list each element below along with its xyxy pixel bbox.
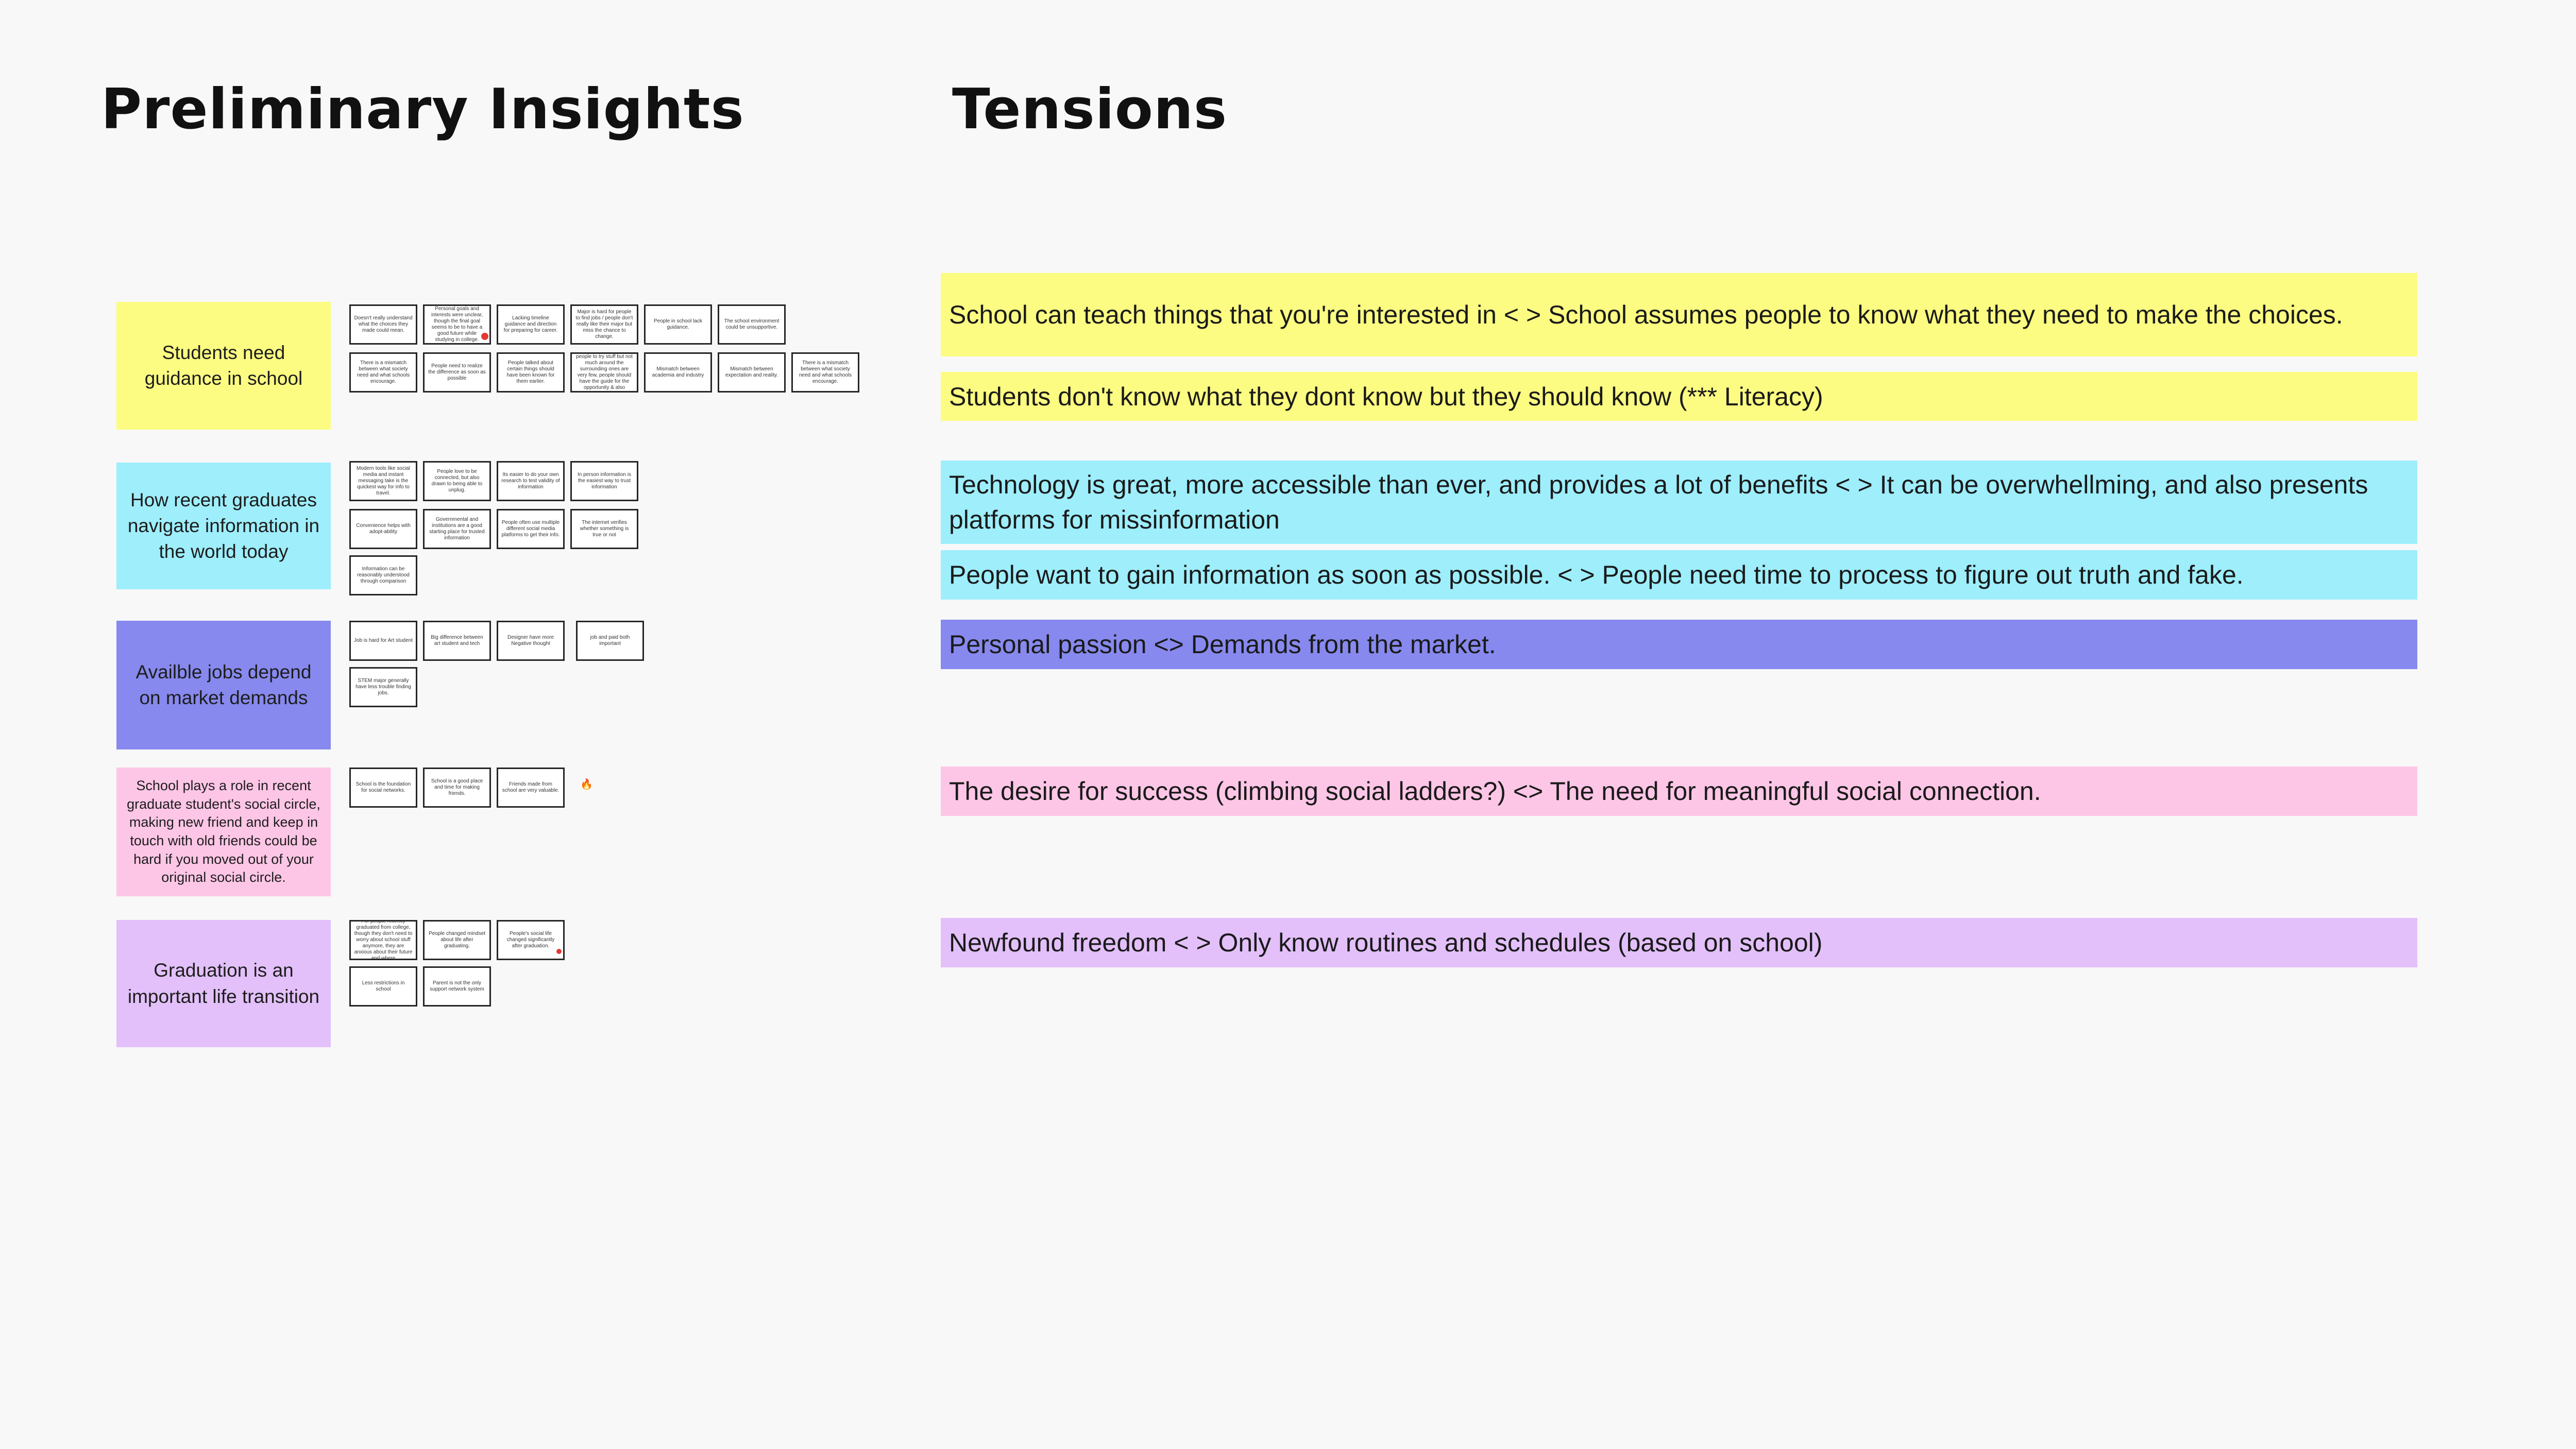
insight-sticky-guidance[interactable]: Students need guidance in school bbox=[116, 302, 331, 430]
research-note[interactable]: STEM major generally have less trouble f… bbox=[349, 667, 417, 707]
research-note[interactable]: Modern tools like social media and insta… bbox=[349, 461, 417, 501]
note-cluster-transition: For people recently graduated from colle… bbox=[349, 920, 865, 1013]
research-note[interactable]: Big difference between art student and t… bbox=[423, 621, 491, 661]
tension-text: Newfound freedom < > Only know routines … bbox=[949, 928, 1823, 957]
research-note[interactable]: Doesn't really understand what the choic… bbox=[349, 304, 417, 345]
research-note[interactable]: Convenience helps with adopt-ability bbox=[349, 509, 417, 549]
research-note[interactable]: People love to be connected, but also dr… bbox=[423, 461, 491, 501]
tension-bar[interactable]: Newfound freedom < > Only know routines … bbox=[941, 918, 2417, 967]
insight-sticky-text: Students need guidance in school bbox=[144, 342, 303, 389]
note-cluster-guidance: Doesn't really understand what the choic… bbox=[349, 304, 865, 397]
note-cluster-jobs: Job is hard for Art student Big differen… bbox=[349, 621, 865, 713]
tension-bar[interactable]: School can teach things that you're inte… bbox=[941, 273, 2417, 356]
research-note[interactable]: Less restrictions in school bbox=[349, 966, 417, 1007]
research-note[interactable]: The school environment could be unsuppor… bbox=[718, 304, 786, 345]
research-note[interactable]: There is a mismatch between what society… bbox=[791, 352, 859, 393]
insight-sticky-text: How recent graduates navigate informatio… bbox=[127, 489, 320, 562]
research-note[interactable]: People often use multiple different soci… bbox=[497, 509, 565, 549]
research-note[interactable]: Major is hard for people to find jobs / … bbox=[570, 304, 638, 345]
research-note[interactable]: Mismatch between academia and industry bbox=[644, 352, 712, 393]
note-cluster-social: School is the foundation for social netw… bbox=[349, 768, 865, 814]
tension-text: Technology is great, more accessible tha… bbox=[949, 470, 2368, 534]
research-note[interactable]: There is a mismatch between what society… bbox=[349, 352, 417, 393]
tension-text: People want to gain information as soon … bbox=[949, 560, 2244, 589]
tension-text: Students don't know what they dont know … bbox=[949, 382, 1823, 411]
research-note[interactable]: The internet verifies whether something … bbox=[570, 509, 638, 549]
preliminary-insights-heading: Preliminary Insights bbox=[101, 77, 744, 142]
research-note[interactable]: In person information is the easiest way… bbox=[570, 461, 638, 501]
red-marker-dot bbox=[481, 333, 488, 340]
research-note[interactable]: job and paid both important bbox=[576, 621, 644, 661]
tension-bar[interactable]: People want to gain information as soon … bbox=[941, 550, 2417, 600]
tension-text: School can teach things that you're inte… bbox=[949, 300, 2343, 329]
research-note[interactable]: For people recently graduated from colle… bbox=[349, 920, 417, 960]
research-note[interactable]: People's social life changed significant… bbox=[497, 920, 565, 960]
research-note[interactable]: People need to realize the difference as… bbox=[423, 352, 491, 393]
insight-sticky-information[interactable]: How recent graduates navigate informatio… bbox=[116, 463, 331, 589]
red-marker-dot bbox=[556, 949, 562, 954]
research-note[interactable]: Personal goals and interests were unclea… bbox=[423, 304, 491, 345]
tension-bar[interactable]: Technology is great, more accessible tha… bbox=[941, 461, 2417, 544]
research-note[interactable]: Parent is not the only support network s… bbox=[423, 966, 491, 1007]
tension-bar[interactable]: The desire for success (climbing social … bbox=[941, 766, 2417, 816]
research-note[interactable]: School is a good place and time for maki… bbox=[423, 768, 491, 808]
research-note[interactable]: School is the foundation for social netw… bbox=[349, 768, 417, 808]
research-note[interactable]: Information can be reasonably understood… bbox=[349, 555, 417, 595]
research-note[interactable]: Mismatch between expectation and reality… bbox=[718, 352, 786, 393]
tension-text: The desire for success (climbing social … bbox=[949, 777, 2041, 806]
insight-sticky-jobs[interactable]: Availble jobs depend on market demands bbox=[116, 621, 331, 749]
insight-sticky-text: Availble jobs depend on market demands bbox=[135, 661, 312, 708]
tension-bar[interactable]: Students don't know what they dont know … bbox=[941, 372, 2417, 421]
research-note[interactable]: People in school lack guidance. bbox=[644, 304, 712, 345]
research-note[interactable]: Friends made from school are very valuab… bbox=[497, 768, 565, 808]
research-note[interactable]: School is a place for people to try stuf… bbox=[570, 352, 638, 393]
note-cluster-information: Modern tools like social media and insta… bbox=[349, 461, 865, 600]
research-note[interactable]: Lacking timeline guidance and direction … bbox=[497, 304, 565, 345]
research-note[interactable]: Designer have more Negative thought bbox=[497, 621, 565, 661]
research-note[interactable]: People changed mindset about life after … bbox=[423, 920, 491, 960]
flame-reaction-icon: 🔥 bbox=[580, 779, 593, 790]
tension-bar[interactable]: Personal passion <> Demands from the mar… bbox=[941, 620, 2417, 669]
research-note[interactable]: Governmental and institutions are a good… bbox=[423, 509, 491, 549]
tension-text: Personal passion <> Demands from the mar… bbox=[949, 630, 1496, 659]
insight-sticky-text: Graduation is an important life transiti… bbox=[127, 960, 320, 1007]
research-note[interactable]: Its easier to do your own research to te… bbox=[497, 461, 565, 501]
insight-sticky-text: School plays a role in recent graduate s… bbox=[127, 778, 320, 885]
tensions-heading: Tensions bbox=[952, 77, 1228, 142]
insight-sticky-transition[interactable]: Graduation is an important life transiti… bbox=[116, 920, 331, 1047]
research-note[interactable]: People talked about certain things shoul… bbox=[497, 352, 565, 393]
insight-sticky-social-circle[interactable]: School plays a role in recent graduate s… bbox=[116, 768, 331, 896]
research-note[interactable]: Job is hard for Art student bbox=[349, 621, 417, 661]
